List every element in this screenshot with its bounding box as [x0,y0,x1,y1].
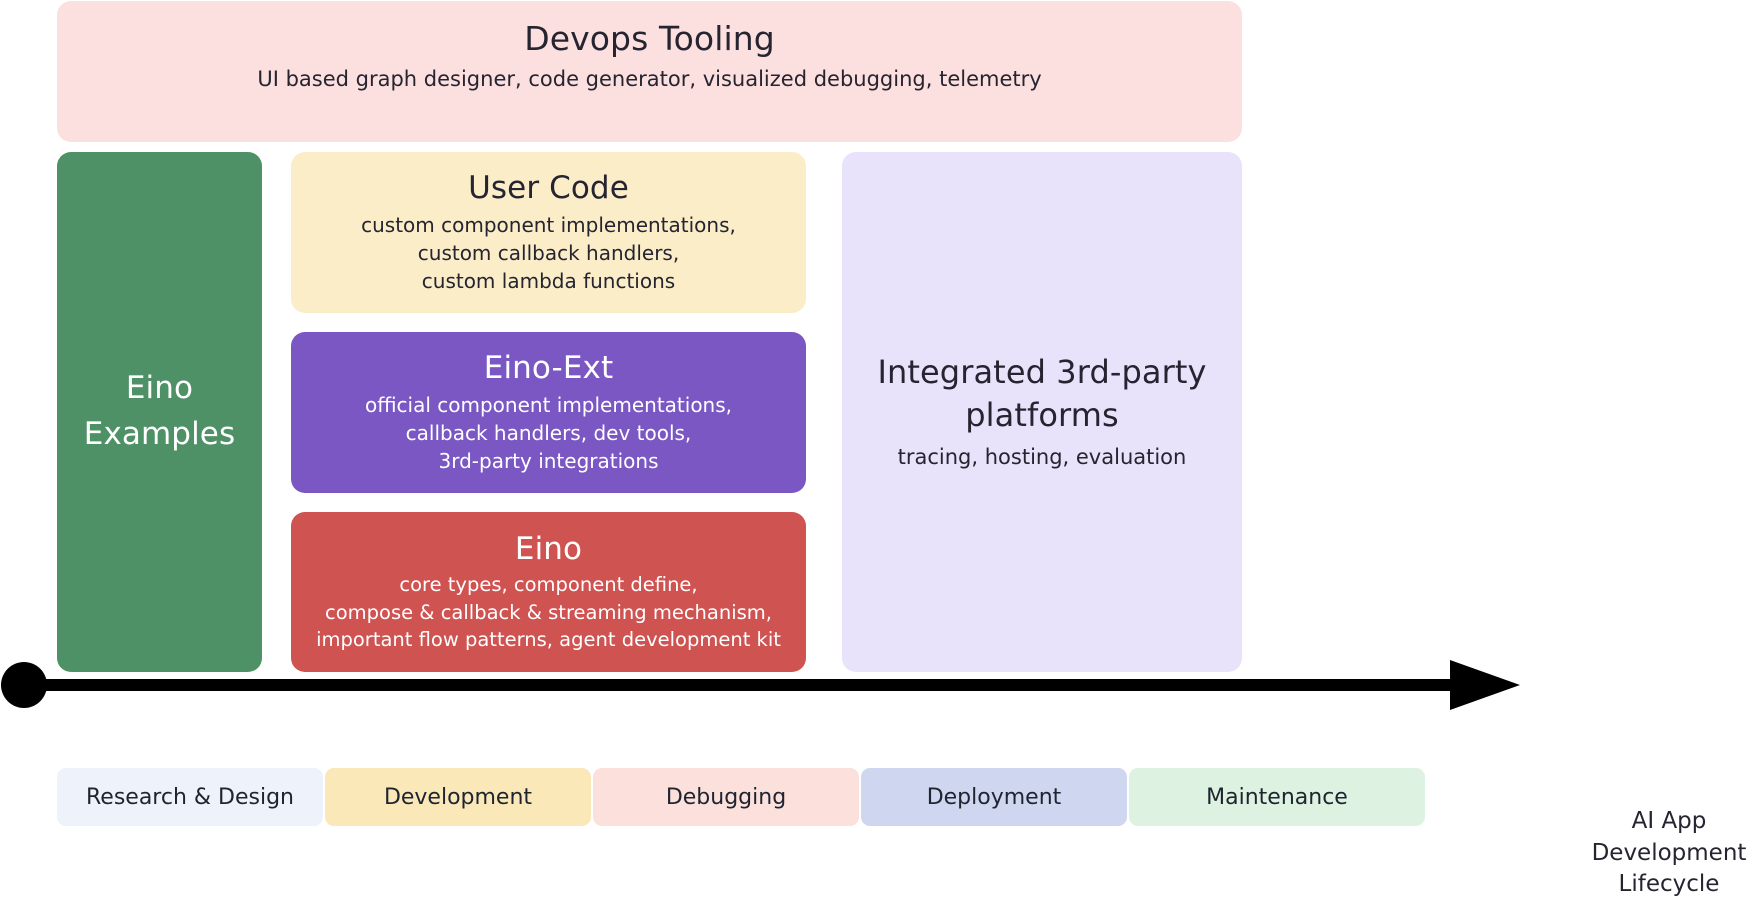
integrated-third-party-platforms-box: Integrated 3rd-party platforms tracing, … [842,152,1242,672]
user-code-title: User Code [468,170,629,207]
eino-details: core types, component define, compose & … [316,573,781,652]
lifecycle-stage-maintenance[interactable]: Maintenance [1129,768,1425,826]
lifecycle-stage-research-design[interactable]: Research & Design [57,768,323,826]
user-code-box: User Code custom component implementatio… [291,152,806,313]
user-code-details: custom component implementations, custom… [361,212,736,293]
lifecycle-stage-development[interactable]: Development [325,768,591,826]
lifecycle-stage-list: Research & Design Development Debugging … [57,768,1425,826]
eino-examples-title: Eino Examples [83,370,236,452]
eino-examples-box: Eino Examples [57,152,262,672]
devops-tooling-subtitle: UI based graph designer, code generator,… [257,67,1042,92]
third-party-title: Integrated 3rd-party platforms [877,353,1207,435]
lifecycle-stage-debugging[interactable]: Debugging [593,768,859,826]
third-party-subtitle: tracing, hosting, evaluation [897,445,1187,470]
lifecycle-end-label: AI App Development Lifecycle [1591,808,1747,898]
lifecycle-stage-deployment[interactable]: Deployment [861,768,1127,826]
eino-box: Eino core types, component define, compo… [291,512,806,672]
eino-title: Eino [514,530,583,567]
timeline-arrowhead-icon [1450,660,1520,710]
devops-tooling-box: Devops Tooling UI based graph designer, … [57,1,1242,142]
devops-tooling-title: Devops Tooling [524,19,775,58]
eino-ext-box: Eino-Ext official component implementati… [291,332,806,493]
timeline-origin-dot [1,662,47,708]
eino-ext-details: official component implementations, call… [364,392,733,473]
eino-ext-title: Eino-Ext [483,350,614,387]
